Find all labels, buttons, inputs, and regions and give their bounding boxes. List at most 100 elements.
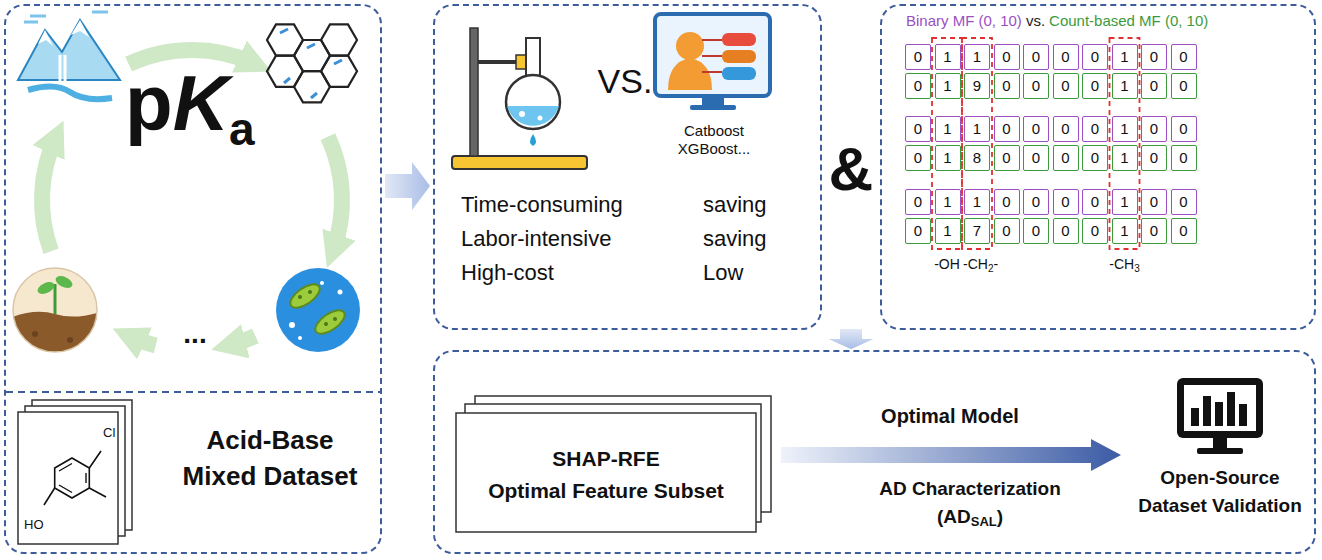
- fingerprint-cell: 1: [964, 189, 990, 215]
- fingerprint-cell: 0: [905, 145, 931, 171]
- mountain-icon: [71, 20, 89, 37]
- fingerprint-cell: 0: [905, 73, 931, 99]
- fingerprint-cell: 1: [1112, 189, 1138, 215]
- cycle-arrow: [42, 137, 56, 252]
- mountain-icon: [38, 30, 53, 46]
- ampersand: &: [829, 138, 874, 200]
- molecule-papers: [44, 451, 106, 505]
- bacteria-icon: [338, 290, 343, 295]
- ellipsis: ...: [183, 320, 206, 348]
- molecule-papers: [59, 464, 86, 493]
- fingerprint-cell: 0: [1023, 73, 1049, 99]
- monitor-icon: [1213, 438, 1227, 448]
- soil-icon: [54, 284, 57, 314]
- fingerprint-cell: 1: [1112, 116, 1138, 142]
- block-arrow: [829, 329, 873, 349]
- fingerprint-cell: 0: [1082, 116, 1108, 142]
- fingerprint-title: vs.: [1022, 12, 1049, 29]
- fingerprint-cell: 0: [994, 116, 1020, 142]
- lab-stand-icon: [506, 75, 560, 129]
- fingerprint-cell: 0: [994, 145, 1020, 171]
- fingerprint-cell: 0: [905, 116, 931, 142]
- fingerprint-cell: 0: [1141, 44, 1167, 70]
- computer-icon: [722, 67, 756, 80]
- computer-icon: [655, 14, 770, 96]
- fingerprint-cell: 0: [1082, 44, 1108, 70]
- monitor-icon: [1125, 372, 1315, 462]
- fingerprint-cell: 1: [935, 116, 961, 142]
- lab-stand-icon: [530, 134, 536, 146]
- ad-text: (AD: [937, 506, 971, 528]
- drawback-list: Time-consuming Labor-intensive High-cost: [461, 188, 646, 290]
- fingerprint-cell: 1: [964, 116, 990, 142]
- fingerprint-cell: 1: [1112, 218, 1138, 244]
- fingerprint-cell: 0: [1053, 73, 1079, 99]
- fingerprint-cell: 0: [1141, 189, 1167, 215]
- fingerprint-cell: 0: [1141, 218, 1167, 244]
- mountain-icon: [18, 20, 120, 80]
- subset-title: SHAP-RFE: [552, 447, 659, 471]
- ad-text: AD Characterization: [879, 478, 1061, 500]
- fingerprint-cell: 0: [1023, 145, 1049, 171]
- monitor-icon: [1203, 396, 1211, 426]
- bacteria-icon: [333, 317, 337, 321]
- fingerprint-cell: 0: [1023, 44, 1049, 70]
- fingerprint-title: Count-based MF (0, 10): [1049, 12, 1208, 29]
- fingerprint-cell: 0: [1053, 116, 1079, 142]
- lab-stand-icon: [516, 55, 526, 69]
- fingerprint-cell: 0: [1171, 218, 1197, 244]
- soil-icon: [13, 268, 97, 352]
- lab-stand-icon: [519, 111, 525, 117]
- pka-symbol: p: [125, 64, 173, 142]
- advantage-list: saving saving Low: [703, 188, 788, 290]
- fingerprint-cell: 0: [1082, 73, 1108, 99]
- cycle-arrow: [228, 336, 255, 346]
- model-names: Catboost XGBoost...: [658, 122, 770, 158]
- computer-icon: [676, 32, 704, 60]
- computer-icon: [702, 40, 722, 72]
- mountain-icon: [18, 12, 120, 99]
- red-dashed-highlight: [1110, 38, 1140, 249]
- fingerprint-cell: 1: [964, 44, 990, 70]
- monitor-icon: [1184, 385, 1256, 431]
- graphene-icon: [267, 24, 357, 102]
- monitor-icon: [1177, 378, 1263, 438]
- feature-subset-box: SHAP-RFEOptimal Feature Subset: [455, 395, 775, 535]
- soil-icon: [10, 265, 100, 360]
- soil-icon: [54, 274, 75, 291]
- fingerprint-cell: 0: [1171, 189, 1197, 215]
- fingerprint-cell: 0: [1141, 116, 1167, 142]
- computer-icon: [655, 14, 770, 110]
- fingerprint-cell: 7: [964, 218, 990, 244]
- fingerprint-cell: 1: [1112, 73, 1138, 99]
- bacteria-icon: [289, 322, 295, 328]
- ad-text: SAL: [971, 515, 997, 530]
- fingerprint-cell: 0: [905, 44, 931, 70]
- bacteria-icon: [324, 322, 328, 326]
- group-label: -CH: [963, 256, 988, 272]
- fingerprint-cell: 0: [1053, 218, 1079, 244]
- fingerprint-title: Binary MF (0, 10): [906, 12, 1022, 29]
- bacteria-icon: [298, 336, 302, 340]
- mountain-icon: [24, 12, 108, 22]
- validation-box: Open-Source Dataset Validation: [1125, 372, 1315, 540]
- cycle-arrow: [129, 50, 256, 64]
- atom-label: HO: [24, 518, 44, 531]
- group-label: -OH: [934, 256, 960, 272]
- computer-icon: [690, 105, 736, 110]
- ad-text: ): [997, 506, 1003, 528]
- soil-icon: [32, 331, 38, 337]
- monitor-icon: [1191, 408, 1199, 426]
- block-arrow: [385, 162, 430, 210]
- fingerprint-panel: Binary MF (0, 10)vs.Count-based MF (0, 1…: [880, 4, 1316, 330]
- molecule-papers: [18, 400, 132, 544]
- block-arrow: [781, 439, 1121, 471]
- fingerprint-cell: 0: [1023, 116, 1049, 142]
- mountain-icon: [60, 55, 65, 86]
- fingerprint-cell: 9: [964, 73, 990, 99]
- molecule-papers: [18, 412, 118, 544]
- fingerprint-cell: 0: [1171, 44, 1197, 70]
- lab-stand-icon: [452, 156, 587, 169]
- fingerprint-cell: 0: [1053, 44, 1079, 70]
